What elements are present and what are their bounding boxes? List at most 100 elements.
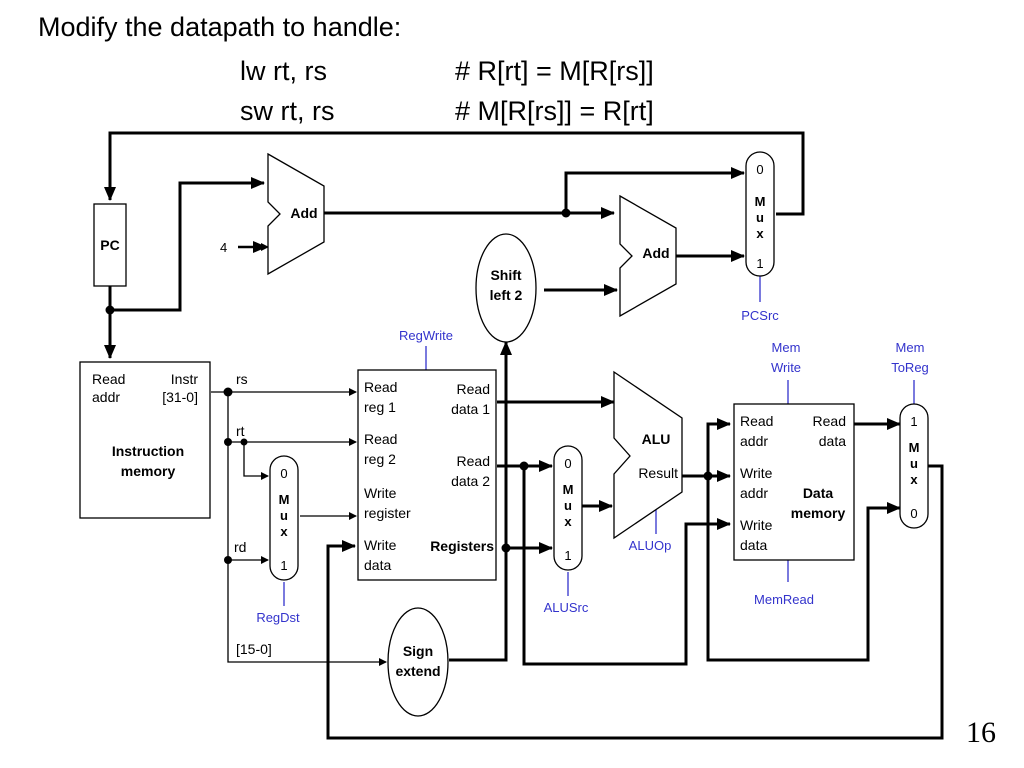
svg-text:data: data [740,537,767,553]
svg-text:x: x [756,226,764,241]
shift-line1: Shift [490,267,521,283]
field-imm: [15-0] [236,641,272,657]
memread-label: MemRead [754,592,814,607]
aluop-label: ALUOp [629,538,672,553]
wire-add-to-pcmux [564,167,745,213]
register-file: Read reg 1 Read reg 2 Write register Wri… [357,369,497,581]
svg-text:addr: addr [740,485,768,501]
instruction-memory: Read addr Instr [31-0] Instruction memor… [79,361,211,519]
instruction-sw-comment: # M[R[rs]] = R[rt] [455,96,654,126]
svg-text:Read: Read [740,413,773,429]
control-lines [283,276,915,606]
svg-text:M: M [563,482,574,497]
instruction-sw-op: sw rt, rs [240,96,335,126]
svg-text:u: u [564,498,572,513]
svg-text:data 2: data 2 [451,473,490,489]
svg-text:addr: addr [92,389,120,405]
svg-text:data: data [364,557,391,573]
instruction-lw-comment: # R[rt] = M[R[rs]] [455,56,654,86]
page-number: 16 [966,716,996,749]
svg-text:1: 1 [756,256,763,271]
wire-result-to-readaddr [706,418,731,476]
svg-text:u: u [910,456,918,471]
sign-extend: Sign extend [387,607,449,717]
svg-text:data: data [819,433,846,449]
svg-text:Read: Read [364,431,397,447]
svg-text:register: register [364,505,411,521]
svg-text:Instr: Instr [171,371,199,387]
svg-text:data 1: data 1 [451,401,490,417]
svg-text:Read: Read [92,371,125,387]
svg-text:memory: memory [121,463,176,479]
memtoreg-label-1: Mem [896,340,925,355]
svg-text:Registers: Registers [430,538,494,554]
wire-rd2-to-memdata [522,466,731,666]
svg-text:u: u [280,508,288,523]
field-rs: rs [236,371,248,387]
svg-text:Write: Write [740,517,773,533]
svg-text:Instruction: Instruction [112,443,184,459]
memtoreg-mux: 1 M u x 0 [899,403,929,529]
svg-text:memory: memory [791,505,846,521]
svg-text:Read: Read [813,413,846,429]
wires [104,131,944,740]
alusrc-label: ALUSrc [544,600,589,615]
wire-imem-bus [211,391,387,666]
svg-text:0: 0 [910,506,917,521]
svg-text:M: M [279,492,290,507]
slide-title: Modify the datapath to handle: [38,12,402,42]
regdst-label: RegDst [256,610,300,625]
thin-wires [211,243,387,666]
svg-text:Data: Data [803,485,834,501]
svg-text:x: x [910,472,918,487]
pc-adder: Add [267,152,325,276]
alu: ALU Result [613,370,683,540]
svg-text:0: 0 [564,456,571,471]
svg-text:Read: Read [457,453,490,469]
wire-signext-to-shift [449,341,512,662]
svg-text:1: 1 [910,414,917,429]
svg-text:u: u [756,210,764,225]
branch-adder: Add [619,194,677,318]
memwrite-label-2: Write [771,360,801,375]
svg-text:extend: extend [395,663,440,679]
memtoreg-label-2: ToReg [891,360,929,375]
svg-text:reg 1: reg 1 [364,399,396,415]
regwrite-label: RegWrite [399,328,453,343]
wire-pcmux-to-pc [104,131,805,216]
shift-line2: left 2 [490,287,523,303]
svg-text:Write: Write [740,465,773,481]
svg-text:Write: Write [364,485,397,501]
shift-left-2: Shift left 2 [475,233,537,343]
alusrc-mux: 0 M u x 1 [553,445,583,571]
branch-adder-label: Add [642,245,669,261]
memwrite-label-1: Mem [772,340,801,355]
svg-text:x: x [564,514,572,529]
field-rd: rd [234,539,246,555]
field-rt: rt [236,423,245,439]
pc-register: PC [93,203,127,287]
svg-text:Write: Write [364,537,397,553]
svg-text:[31-0]: [31-0] [162,389,198,405]
wire-writeback [326,464,944,740]
svg-text:reg 2: reg 2 [364,451,396,467]
svg-text:1: 1 [564,548,571,563]
pc-label: PC [100,237,119,253]
wire-rt-to-regdstmux [243,442,269,480]
svg-text:1: 1 [280,558,287,573]
pc-adder-label: Add [290,205,317,221]
svg-text:M: M [755,194,766,209]
junction-dots [105,208,713,564]
svg-text:Read: Read [364,379,397,395]
svg-text:Result: Result [638,465,678,481]
wire-pc-to-add [110,177,265,312]
svg-text:addr: addr [740,433,768,449]
svg-text:x: x [280,524,288,539]
instruction-lw-op: lw rt, rs [240,56,327,86]
svg-text:Read: Read [457,381,490,397]
pcsrc-label: PCSrc [741,308,779,323]
data-memory: Read addr Write addr Write data Read dat… [733,403,855,561]
svg-text:0: 0 [756,162,763,177]
wire-result-to-memtoreg [706,476,901,662]
